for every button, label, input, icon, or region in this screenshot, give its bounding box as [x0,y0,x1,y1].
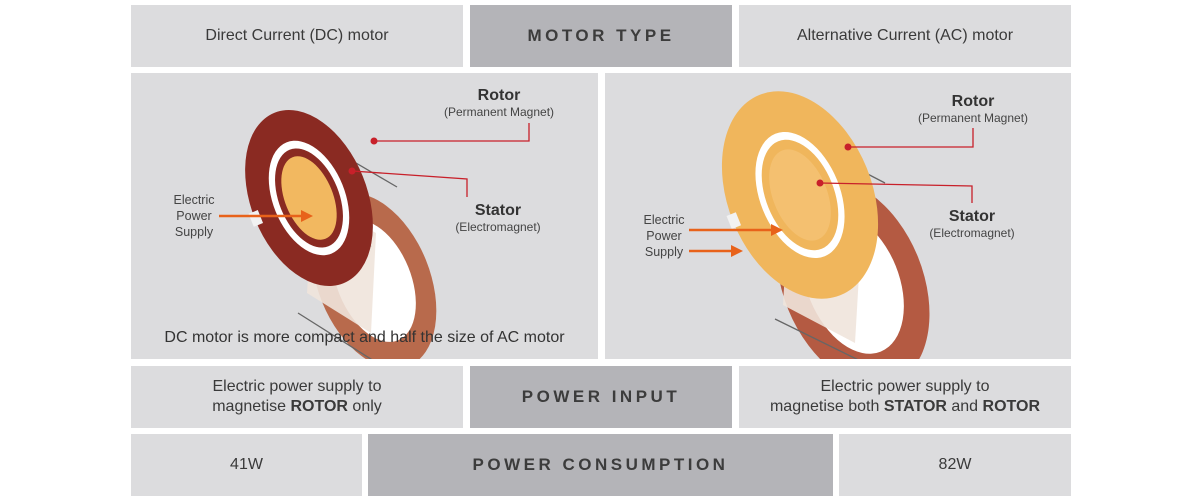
ac-eps-line1: Electric [644,213,685,227]
ac-eps-line2: Power [646,229,681,243]
ac-rotor-pointer-line [848,128,974,148]
ac-motor-diagram-panel: Rotor (Permanent Magnet) Stator (Electro… [605,73,1071,359]
dc-motor-label: Direct Current (DC) motor [131,5,463,67]
ac-rotor-title: Rotor [952,93,995,110]
dc-cylinder-bottom-edge [297,312,373,359]
dc-rotor-pointer-line [374,123,530,142]
dc-stator-title: Stator [475,202,521,219]
ac-rotor-notch [726,212,742,230]
ac-cylinder-bottom-edge [774,318,858,359]
ac-power-input-line1: Electric power supply to [820,378,990,395]
dc-power-arrow-head [301,210,313,222]
ac-motor-label: Alternative Current (AC) motor [739,5,1071,67]
dc-stator-subtitle: (Electromagnet) [455,220,540,234]
dc-power-input-post: only [347,398,382,415]
dc-power-input-text: Electric power supply to magnetise ROTOR… [212,377,382,417]
power-input-header: POWER INPUT [470,366,732,428]
dc-power-input-line2: magnetise ROTOR only [212,397,382,417]
dc-motor-text: Direct Current (DC) motor [205,27,389,44]
dc-eps-line2: Power [176,209,211,223]
dc-rotor-subtitle: (Permanent Magnet) [444,105,554,119]
dc-power-consumption-value: 41W [230,456,263,473]
power-consumption-header: POWER CONSUMPTION [368,434,833,496]
ac-power-consumption: 82W [839,434,1071,496]
dc-eps-line1: Electric [174,193,215,207]
motor-type-text: MOTOR TYPE [527,26,675,46]
dc-rotor-title: Rotor [478,87,521,104]
dc-power-consumption: 41W [131,434,362,496]
dc-power-input-line1: Electric power supply to [212,378,382,395]
dc-rotor-notch [248,210,264,227]
power-input-text: POWER INPUT [521,387,681,407]
ac-stator-title: Stator [949,208,995,225]
ac-inner-core [769,149,831,241]
dc-motor-diagram-panel: Rotor (Permanent Magnet) Stator (Electro… [131,73,598,359]
ac-power-input-pre: magnetise both [769,398,884,415]
ac-power-input-text: Electric power supply to magnetise both … [770,377,1040,417]
ac-power-input-bold2: ROTOR [982,398,1041,415]
ac-stator-subtitle: (Electromagnet) [929,226,1014,240]
ac-eps-line3: Supply [645,245,684,259]
dc-power-input: Electric power supply to magnetise ROTOR… [131,366,463,428]
ac-power-input-line2: magnetise both STATOR and ROTOR [770,397,1040,417]
ac-motor-text: Alternative Current (AC) motor [796,27,1014,44]
ac-power-input-bold1: STATOR [883,398,947,415]
dc-caption: DC motor is more compact and half the si… [164,329,565,346]
dc-power-input-pre: magnetise [212,398,291,415]
dc-motor-diagram: Rotor (Permanent Magnet) Stator (Electro… [174,87,554,359]
dc-inner-core [281,156,337,240]
ac-stator-pointer-line [819,182,973,203]
ac-motor-diagram: Rotor (Permanent Magnet) Stator (Electro… [644,91,1028,359]
dc-eps-line3: Supply [175,225,214,239]
ac-power-input: Electric power supply to magnetise both … [739,366,1071,428]
ac-power-arrow2-head [731,245,743,257]
dc-power-input-bold: ROTOR [290,398,348,415]
dc-stator-pointer-line [351,170,468,197]
ac-rotor-subtitle: (Permanent Magnet) [918,111,1028,125]
ac-power-input-mid: and [946,398,983,415]
motor-type-header: MOTOR TYPE [470,5,732,67]
power-consumption-text: POWER CONSUMPTION [472,455,729,475]
ac-power-arrow1-head [771,224,783,236]
ac-power-consumption-value: 82W [938,456,972,473]
